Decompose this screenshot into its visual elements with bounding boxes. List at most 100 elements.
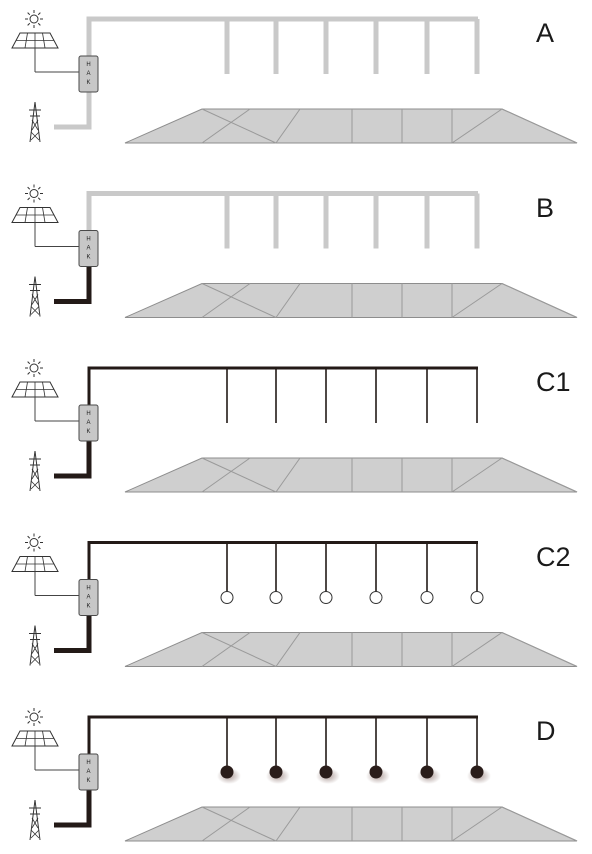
hak-letter: H <box>86 62 90 68</box>
sun-ray <box>27 710 31 714</box>
solar-panel-grid <box>42 32 46 49</box>
hak-letter: H <box>86 760 90 766</box>
street-lamp-icon <box>470 591 484 604</box>
pylon-body <box>29 450 41 492</box>
sun-ray <box>27 361 31 365</box>
hak-letter: K <box>86 604 90 610</box>
pylon-brace <box>30 655 40 664</box>
hak-box-icon: HAK <box>78 579 99 616</box>
pylon-body <box>29 101 41 143</box>
sun-ray <box>27 546 31 550</box>
pavement-seam <box>451 806 503 842</box>
pavement-seam <box>275 457 301 493</box>
sun-ray <box>27 197 31 201</box>
sun-core <box>29 363 39 373</box>
power-pylon-icon <box>29 450 41 492</box>
street-lamp-icon <box>220 765 234 779</box>
pavement-seam <box>501 632 578 667</box>
pavement-seam <box>501 108 578 144</box>
power-pylon-icon <box>29 276 41 317</box>
pylon-brace <box>30 306 40 315</box>
hak-letter: K <box>86 80 90 86</box>
hak-box <box>78 579 99 616</box>
pavement-seam <box>201 806 277 842</box>
panel-a: H A K <box>11 10 578 144</box>
pavement-icon <box>124 806 578 842</box>
solar-panel-grid <box>24 381 28 398</box>
solar-panel-icon <box>11 730 79 771</box>
pavement-seam <box>201 632 277 667</box>
solar-panel-grid <box>42 381 46 398</box>
grid-connection-line <box>54 441 92 479</box>
sun-ray <box>37 12 41 16</box>
sun-ray <box>37 197 41 201</box>
hak-letter: H <box>86 586 90 592</box>
pavement-seam <box>451 632 503 667</box>
pavement-seam <box>501 457 578 493</box>
sun-icon <box>25 184 43 203</box>
pavement-seam <box>275 283 301 318</box>
pylon-brace <box>31 468 39 480</box>
street-supply-line <box>87 366 478 405</box>
panel-c2: HAK <box>11 533 578 667</box>
street-supply-line <box>86 16 478 56</box>
sun-ray <box>37 546 41 550</box>
street-lamp-icon <box>470 765 484 779</box>
power-pylon-icon <box>29 101 41 143</box>
pavement-icon <box>124 457 578 493</box>
pavement-field <box>124 632 578 667</box>
sun-icon <box>25 533 43 552</box>
hak-box <box>78 753 99 791</box>
sun-ray <box>37 361 41 365</box>
solar-panel-grid <box>24 32 28 49</box>
street-supply-line <box>87 541 478 580</box>
panel-label: B <box>536 192 555 223</box>
sun-icon <box>25 10 43 28</box>
hak-box-icon: HAK <box>78 230 99 267</box>
grid-connection-line <box>54 790 92 828</box>
sun-ray <box>27 22 31 26</box>
hak-box <box>78 230 99 267</box>
solar-panel-grid <box>24 556 28 572</box>
street-lamp-icon <box>269 591 283 604</box>
hak-letter: K <box>86 255 90 261</box>
street-supply-line <box>86 191 478 231</box>
pavement-seam <box>201 457 277 493</box>
pavement-seam <box>451 283 503 318</box>
panel-label: D <box>536 716 556 746</box>
hak-box-icon: HAK <box>78 753 99 791</box>
pavement-seam <box>451 457 503 493</box>
hak-box-icon: HAK <box>78 55 99 93</box>
sun-core <box>29 538 39 547</box>
hak-letter: A <box>86 769 90 775</box>
pylon-body <box>29 276 41 317</box>
solar-panel-grid <box>42 556 46 572</box>
panel-label: A <box>536 18 555 48</box>
hak-letter: H <box>86 237 90 243</box>
sun-ray <box>37 22 41 26</box>
panel-b: HAK <box>11 184 578 318</box>
pylon-brace <box>31 817 39 829</box>
pavement-seam <box>201 283 251 318</box>
sun-ray <box>27 12 31 16</box>
sun-ray <box>27 186 31 190</box>
sun-ray <box>37 710 41 714</box>
pavement-icon <box>124 283 578 318</box>
hak-letter: A <box>86 420 90 426</box>
hak-letter: H <box>86 411 90 417</box>
grid-connection-line <box>54 92 92 130</box>
street-lamp-icon <box>420 765 434 779</box>
sun-ray <box>37 186 41 190</box>
solar-panel-icon <box>11 556 79 596</box>
pavement-seam <box>275 108 301 144</box>
pavement-icon <box>124 108 578 144</box>
street-lamp-icon <box>220 591 234 604</box>
sun-core <box>29 712 39 722</box>
pavement-icon <box>124 632 578 667</box>
panel-label: C2 <box>536 541 571 572</box>
pavement-seam <box>201 457 251 493</box>
pavement-seam <box>201 108 277 144</box>
pavement-seam <box>451 108 503 144</box>
pylon-brace <box>31 294 39 305</box>
